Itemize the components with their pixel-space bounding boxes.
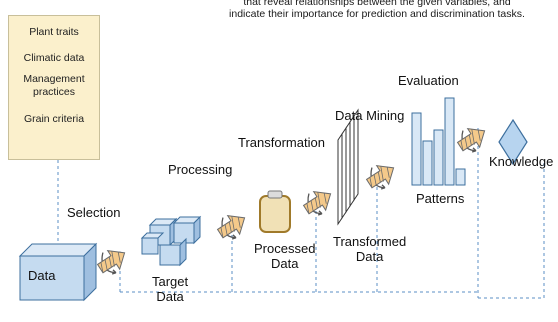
- arrow-transformation-icon: [299, 184, 338, 220]
- trait-climatic-data: Climatic data: [23, 52, 85, 64]
- label-target-data: Target Data: [152, 274, 189, 304]
- arrow-data-mining-icon: [362, 158, 401, 194]
- caption-line-2: indicate their importance for prediction…: [229, 8, 525, 20]
- label-transformation: Transformation: [238, 135, 325, 150]
- label-processed-data: Processed Data: [254, 241, 316, 271]
- trait-plant-traits: Plant traits: [29, 26, 79, 38]
- label-knowledge: Knowledge: [489, 154, 554, 169]
- label-transformed-data: Transformed Data: [333, 234, 407, 264]
- arrow-evaluation-icon: [453, 121, 492, 157]
- data-cube-icon: [18, 242, 98, 302]
- feedback-lines: [117, 128, 545, 299]
- label-selection: Selection: [67, 205, 121, 220]
- arrow-selection-icon: [93, 243, 132, 279]
- label-patterns: Patterns: [416, 191, 465, 206]
- trait-management-practices: Management practices: [23, 73, 85, 98]
- caption-line-1: that reveal relationships between the gi…: [243, 0, 511, 8]
- label-processing: Processing: [168, 162, 233, 177]
- processed-data-clipboard-icon: [259, 190, 291, 233]
- target-data-cubes-icon: [140, 215, 202, 267]
- arrow-processing-icon: [213, 208, 252, 244]
- caption: that reveal relationships between the gi…: [196, 0, 558, 20]
- label-evaluation: Evaluation: [398, 73, 459, 88]
- label-data-mining: Data Mining: [335, 108, 405, 123]
- transformed-data-stack-icon: [337, 108, 359, 226]
- label-data: Data: [28, 268, 56, 283]
- patterns-bars-icon: [411, 97, 466, 186]
- data-sources-box: Plant traits Climatic data Management pr…: [8, 15, 100, 160]
- trait-grain-criteria: Grain criteria: [23, 113, 85, 125]
- knowledge-diamond-icon: [498, 118, 528, 166]
